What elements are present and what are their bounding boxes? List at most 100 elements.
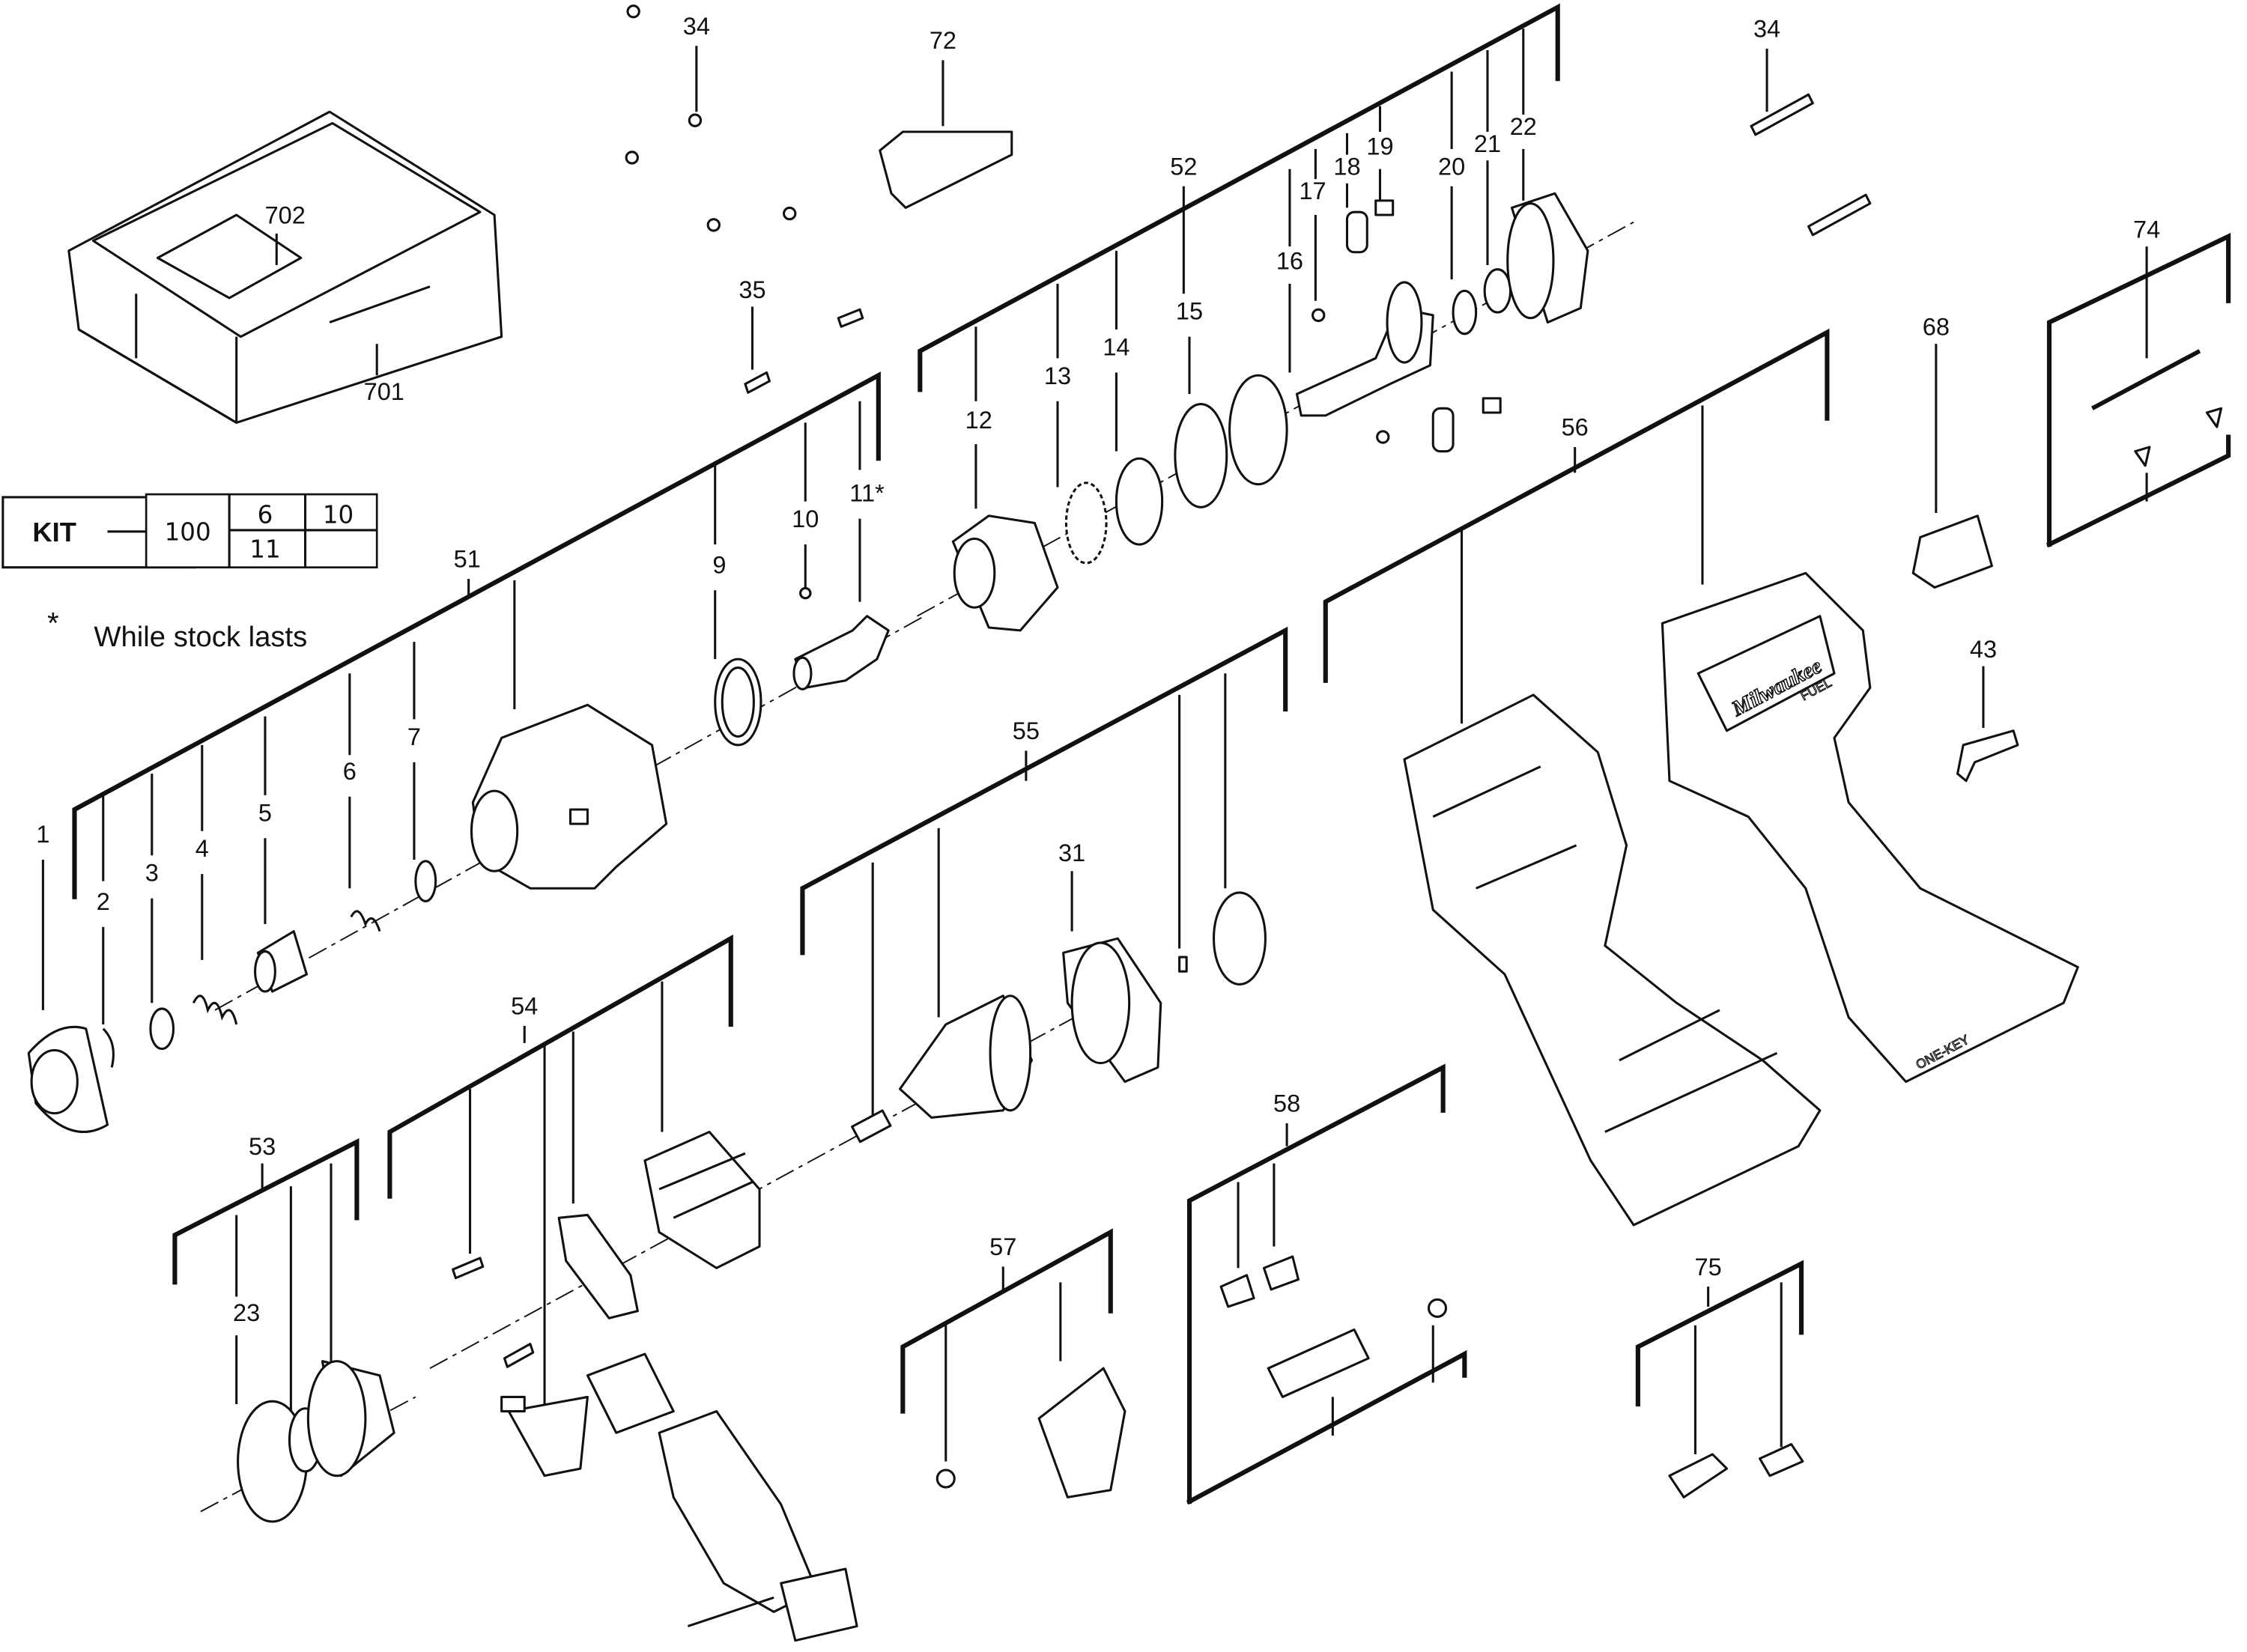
callout-12: 12 bbox=[965, 407, 992, 434]
bracket-plate-part bbox=[557, 1213, 639, 1320]
callout-53: 53 bbox=[249, 1133, 276, 1160]
callout-6: 6 bbox=[343, 758, 357, 785]
switch-part bbox=[500, 1395, 526, 1413]
clip-part bbox=[1262, 1255, 1300, 1291]
callout-bracket bbox=[900, 1228, 1113, 1414]
screw-part bbox=[503, 1343, 535, 1368]
spindle-part bbox=[1295, 281, 1434, 417]
o-ring-part bbox=[149, 1007, 175, 1051]
washer-part bbox=[936, 1469, 956, 1489]
spring-part bbox=[192, 994, 238, 1025]
callout-52: 52 bbox=[1170, 153, 1197, 180]
anvil-sleeve-part bbox=[254, 930, 308, 993]
ball-part bbox=[1311, 308, 1326, 323]
callout-75: 75 bbox=[1695, 1254, 1722, 1281]
pin-part bbox=[1178, 956, 1188, 973]
callout-43: 43 bbox=[1970, 636, 1997, 663]
ring-gear-part bbox=[1506, 192, 1589, 324]
callout-11: 11* bbox=[849, 480, 885, 507]
terminal-block-part bbox=[1267, 1328, 1370, 1398]
washer-part bbox=[1115, 457, 1164, 546]
callout-68: 68 bbox=[1923, 314, 1950, 341]
kit-table: KIT 100 6 10 11 bbox=[1, 493, 378, 569]
end-cap-part bbox=[306, 1360, 395, 1478]
pin-part bbox=[1482, 397, 1502, 414]
carry-case-part bbox=[67, 110, 503, 424]
washer-part bbox=[721, 666, 755, 738]
kit-label: KIT bbox=[32, 517, 76, 547]
label-plate-part bbox=[879, 130, 1013, 209]
callout-35: 35 bbox=[739, 276, 765, 303]
housing-left-part bbox=[1403, 693, 1822, 1227]
callout-bracket bbox=[800, 626, 1288, 956]
callout-18: 18 bbox=[1333, 153, 1360, 180]
baffle-part bbox=[1213, 891, 1267, 986]
o-ring-part bbox=[1452, 289, 1478, 335]
callout-bracket bbox=[72, 371, 881, 899]
lens-part bbox=[1668, 1453, 1729, 1498]
planet-gear-part bbox=[1345, 210, 1368, 254]
callout-leaders bbox=[102, 401, 861, 881]
o-ring-part bbox=[414, 860, 437, 902]
callout-5: 5 bbox=[258, 799, 272, 826]
hammer-part bbox=[951, 514, 1059, 632]
callout-54: 54 bbox=[511, 993, 538, 1020]
rotor-part bbox=[898, 994, 1034, 1119]
pin-part bbox=[1374, 199, 1395, 216]
lens-part bbox=[1758, 1443, 1804, 1478]
callout-7: 7 bbox=[407, 723, 421, 750]
electronics-module-part bbox=[643, 1130, 761, 1269]
callout-4: 4 bbox=[195, 835, 209, 862]
handle-electronics-part bbox=[507, 1352, 858, 1642]
callout-3: 3 bbox=[145, 860, 159, 887]
stator-part bbox=[1062, 937, 1162, 1084]
callout-bracket bbox=[1323, 328, 1830, 683]
callout-34: 34 bbox=[1753, 16, 1780, 43]
callout-bracket bbox=[1186, 1063, 1467, 1505]
footnote-text: While stock lasts bbox=[94, 621, 307, 653]
ball-part bbox=[799, 586, 812, 600]
callout-58: 58 bbox=[1273, 1090, 1300, 1117]
callout-bracket bbox=[1635, 1260, 1804, 1407]
rod-part bbox=[2091, 349, 2201, 410]
callout-74: 74 bbox=[2133, 216, 2160, 243]
kit-item: 10 bbox=[323, 500, 354, 529]
callout-bracket bbox=[918, 3, 1560, 392]
callout-13: 13 bbox=[1044, 362, 1071, 389]
callout-17: 17 bbox=[1299, 177, 1326, 204]
ball-ring-part bbox=[1064, 482, 1108, 565]
callout-10: 10 bbox=[792, 505, 819, 532]
callout-22: 22 bbox=[1510, 113, 1537, 140]
callout-14: 14 bbox=[1103, 333, 1129, 360]
callout-57: 57 bbox=[989, 1233, 1016, 1260]
callout-9: 9 bbox=[712, 551, 726, 578]
hammer-case-part bbox=[470, 703, 668, 890]
callout-20: 20 bbox=[1438, 153, 1465, 180]
callout-19: 19 bbox=[1366, 133, 1393, 160]
screw-parts bbox=[2134, 407, 2223, 467]
bearing-part bbox=[1483, 268, 1512, 314]
spring-part bbox=[350, 910, 381, 932]
housing-right-part: Milwaukee FUEL ONE-KEY bbox=[1661, 571, 2079, 1084]
anvil-part bbox=[792, 615, 890, 690]
screw-part bbox=[452, 1257, 485, 1280]
planet-gear-part bbox=[1431, 407, 1455, 453]
washer-part bbox=[1427, 1298, 1448, 1318]
callout-bracket bbox=[2046, 232, 2231, 548]
kit-number: 100 bbox=[165, 517, 211, 546]
callout-21: 21 bbox=[1474, 130, 1501, 157]
callout-16: 16 bbox=[1276, 248, 1303, 275]
callout-23: 23 bbox=[233, 1299, 260, 1326]
nose-cap-part bbox=[27, 1025, 109, 1133]
callout-34: 34 bbox=[683, 13, 710, 40]
callout-72: 72 bbox=[930, 27, 956, 54]
callout-1: 1 bbox=[36, 821, 49, 848]
latch-part bbox=[1956, 729, 2019, 783]
callout-51: 51 bbox=[454, 546, 481, 573]
callout-701: 701 bbox=[364, 378, 404, 405]
clip-part bbox=[1219, 1274, 1255, 1308]
callout-31: 31 bbox=[1058, 839, 1085, 866]
side-cover-part bbox=[1037, 1367, 1126, 1498]
